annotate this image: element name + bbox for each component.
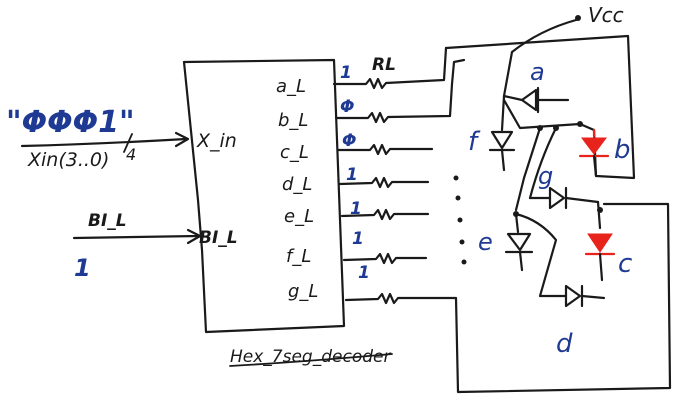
- segment-g-diode: [528, 186, 600, 210]
- bus-width-label: 4: [126, 145, 136, 164]
- bi-wire: [72, 234, 200, 240]
- output-name-a: a_L: [276, 76, 306, 97]
- bi-input-name: BI_L: [88, 211, 127, 231]
- segment-d-label: d: [556, 329, 573, 359]
- wire-left-mid: [514, 126, 542, 212]
- wire-g-feed: [528, 126, 558, 200]
- output-name-d: d_L: [282, 174, 312, 195]
- decoder-x-input-label: X_in: [196, 130, 237, 152]
- continuation-dots: [453, 175, 467, 265]
- bi-input-value: 1: [74, 254, 91, 282]
- common-anode-rail-bottom: [514, 212, 558, 298]
- segment-f-diode: [488, 130, 516, 172]
- decoder-name-underline: [229, 353, 393, 367]
- decoder-box: [182, 58, 346, 334]
- wire-f-top: [500, 94, 506, 132]
- output-name-b: b_L: [278, 110, 308, 131]
- segment-e-label: e: [478, 228, 493, 256]
- output-name-f: f_L: [286, 246, 311, 267]
- wire-f-with-resistor: [342, 252, 428, 265]
- segment-e-diode: [504, 212, 534, 272]
- output-value-c: Φ: [342, 131, 356, 151]
- output-name-g: g_L: [288, 281, 318, 302]
- common-anode-rail-top: [502, 98, 596, 132]
- segment-g-label: g: [538, 162, 553, 190]
- input-value-label: "ΦΦΦ1": [6, 105, 135, 140]
- segment-c-label: c: [618, 249, 632, 279]
- segment-c-diode-lit: [584, 233, 616, 282]
- output-value-g: 1: [358, 263, 370, 283]
- x-bus-wire: [20, 137, 188, 148]
- resistor-label: RL: [372, 55, 396, 75]
- output-value-a: 1: [340, 63, 352, 83]
- output-value-d: 1: [346, 165, 358, 185]
- wire-a-with-resistor: [332, 46, 448, 90]
- segment-b-diode-lit: [578, 128, 610, 178]
- wire-b-link: [450, 58, 466, 86]
- input-bus-name: Xin(3..0): [27, 149, 109, 171]
- decoder-name-label: Hex_7seg_decoder: [230, 347, 391, 367]
- segment-a-diode: [520, 86, 570, 114]
- wire-c-with-resistor: [336, 143, 434, 156]
- output-name-c: c_L: [280, 142, 309, 163]
- wire-e-with-resistor: [340, 208, 430, 221]
- output-value-f: 1: [352, 229, 364, 249]
- vcc-feed: [502, 18, 578, 102]
- output-value-b: Φ: [340, 97, 354, 117]
- decoder-bi-input-label: BI_L: [199, 228, 238, 248]
- wire-b-with-resistor: [334, 82, 454, 124]
- wire-g-with-resistor: [344, 202, 672, 394]
- segment-d-diode: [554, 284, 606, 308]
- bus-slash: [123, 133, 133, 153]
- segment-f-label: f: [468, 127, 481, 157]
- output-name-e: e_L: [284, 206, 314, 227]
- segment-b-label: b: [614, 135, 631, 165]
- vcc-label: Vcc: [588, 3, 624, 27]
- x-bus-arrowhead: [174, 131, 190, 148]
- output-value-e: 1: [350, 199, 362, 219]
- wire-d-with-resistor: [338, 176, 430, 189]
- wire-c-top: [596, 200, 602, 230]
- segment-a-label: a: [530, 58, 545, 86]
